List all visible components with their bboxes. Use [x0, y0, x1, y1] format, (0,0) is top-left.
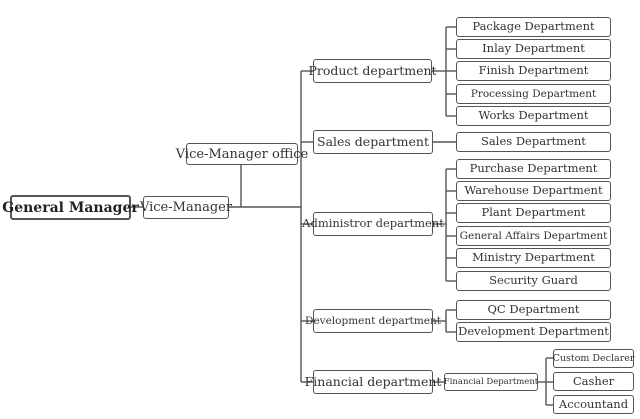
unit-package-box: Package Department	[456, 17, 611, 37]
dept-product-box: Product department	[308, 59, 437, 83]
unit-purchase-box: Purchase Department	[456, 159, 611, 179]
unit-security-guard-box: Security Guard	[456, 271, 611, 291]
subunit-accountand-box: Accountand	[553, 395, 634, 414]
unit-works-box: Works Department	[456, 106, 611, 126]
unit-general-affairs-box: General Affairs Department	[456, 226, 611, 246]
unit-warehouse-box: Warehouse Department	[456, 181, 611, 201]
dept-administror-box: Administror department	[302, 212, 444, 236]
dept-development-box: Development department	[305, 309, 441, 333]
unit-plant-box: Plant Department	[456, 203, 611, 223]
unit-ministry-box: Ministry Department	[456, 248, 611, 268]
unit-development-box: Development Department	[456, 322, 611, 342]
unit-qc-box: QC Department	[456, 300, 611, 320]
unit-inlay-box: Inlay Department	[456, 39, 611, 59]
unit-sales-box: Sales Department	[456, 132, 611, 152]
subunit-casher-box: Casher	[553, 372, 634, 391]
unit-finish-box: Finish Department	[456, 61, 611, 81]
subunit-custom-declarer-box: Custom Declarer	[553, 349, 634, 368]
unit-processing-box: Processing Department	[456, 84, 611, 104]
vice-manager-box: Vice-Manager	[140, 196, 232, 219]
dept-sales-box: Sales department	[313, 130, 433, 154]
unit-financial-box: Financial Department	[444, 373, 538, 391]
general-manager-box: General Manager	[2, 195, 139, 220]
vice-manager-office-box: Vice-Manager office	[176, 143, 308, 165]
dept-financial-box: Financial department	[305, 370, 441, 394]
